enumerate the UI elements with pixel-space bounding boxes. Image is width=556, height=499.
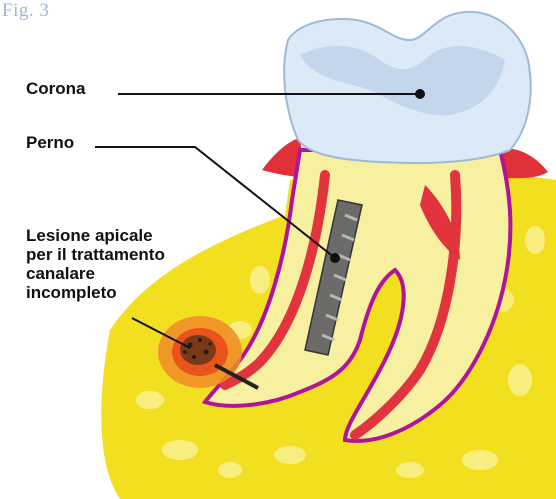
label-apical-lesion-line: Lesione apicale (26, 226, 216, 245)
leader-perno-dot (331, 254, 339, 262)
label-corona: Corona (26, 79, 86, 98)
label-apical-lesion-line: incompleto (26, 283, 216, 302)
figure-label: Fig. 3 (2, 0, 49, 22)
label-apical-lesion: Lesione apicale per il trattamento canal… (26, 226, 216, 302)
label-perno: Perno (26, 133, 74, 152)
label-apical-lesion-line: canalare (26, 264, 216, 283)
label-apical-lesion-line: per il trattamento (26, 245, 216, 264)
leader-corona-dot (416, 90, 424, 98)
